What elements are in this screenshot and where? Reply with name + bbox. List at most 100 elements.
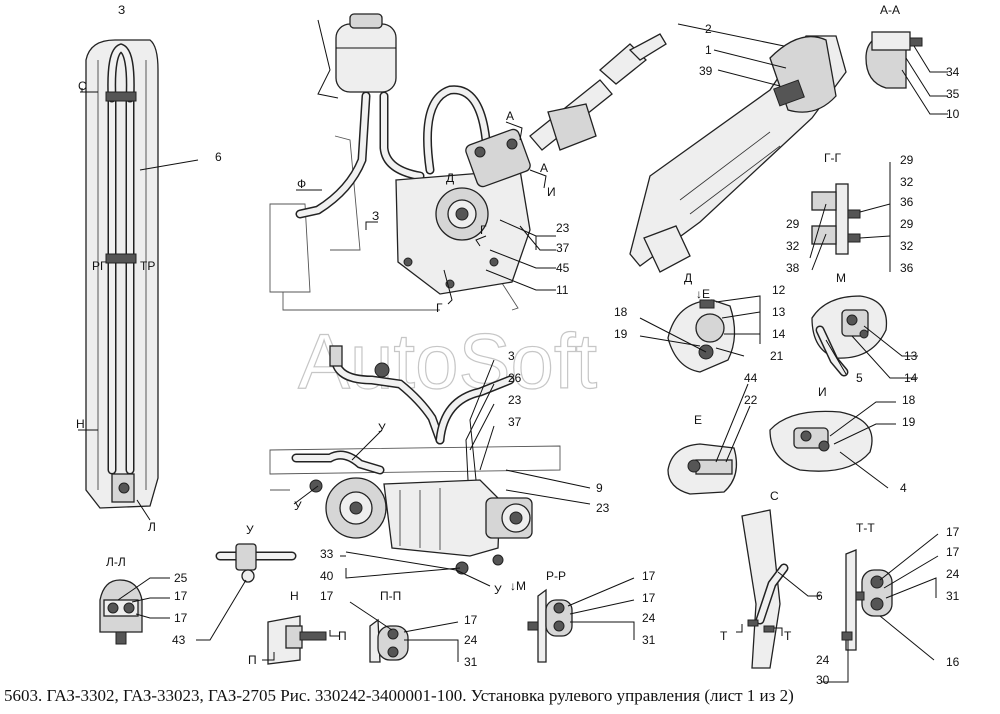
label-s-t2: Т <box>784 629 792 643</box>
label-lower-3: 3 <box>508 349 515 363</box>
label-u-43: 43 <box>172 633 186 647</box>
label-s-t1: Т <box>720 629 728 643</box>
label-gg-32a: 32 <box>900 175 914 189</box>
label-z-6: 6 <box>215 150 222 164</box>
view-steering-column: 2 1 39 <box>629 22 847 273</box>
label-m-14: 14 <box>904 371 918 385</box>
view-u-title: У <box>246 523 254 537</box>
gear-body <box>383 479 501 557</box>
label-e-22: 22 <box>744 393 758 407</box>
label-d-21: 21 <box>770 349 784 363</box>
label-lower-u1: У <box>378 421 386 435</box>
label-d-18: 18 <box>614 305 628 319</box>
label-main-i: И <box>547 185 556 199</box>
label-pp-24: 24 <box>464 633 478 647</box>
label-aa-10: 10 <box>946 107 960 121</box>
view-d: Д ↓Е 12 13 14 18 19 21 <box>614 271 786 373</box>
label-m-13: 13 <box>904 349 918 363</box>
view-m: М 13 14 5 <box>811 271 918 385</box>
view-e-title: Е <box>694 413 702 427</box>
label-tt-24a: 24 <box>946 567 960 581</box>
label-tt-24b: 24 <box>816 653 830 667</box>
label-z-n: Н <box>76 417 85 431</box>
label-rr-17b: 17 <box>642 591 656 605</box>
label-gg-36b: 36 <box>900 261 914 275</box>
label-lower-9: 9 <box>596 481 603 495</box>
label-m-5: 5 <box>856 371 863 385</box>
label-i-18: 18 <box>902 393 916 407</box>
label-tt-17b: 17 <box>946 545 960 559</box>
label-main-11: 11 <box>556 283 569 297</box>
label-lower-u3: У <box>494 583 502 597</box>
label-ll-17b: 17 <box>174 611 188 625</box>
label-lower-40: 40 <box>320 569 334 583</box>
label-main-45: 45 <box>556 261 570 275</box>
label-rr-31: 31 <box>642 633 656 647</box>
label-tt-16: 16 <box>946 655 960 669</box>
view-tt-title: Т-Т <box>856 521 875 535</box>
label-e-44: 44 <box>744 371 758 385</box>
label-main-d: Д <box>446 171 454 185</box>
label-gg-29b: 29 <box>900 217 914 231</box>
label-gg-32c: 32 <box>786 239 800 253</box>
label-main-z: З <box>372 209 379 223</box>
view-s-title: С <box>770 489 779 503</box>
label-gg-32b: 32 <box>900 239 914 253</box>
label-gg-38: 38 <box>786 261 800 275</box>
figure-caption: 5603. ГАЗ-3302, ГАЗ-33023, ГАЗ-2705 Рис.… <box>4 686 794 705</box>
label-tt-17a: 17 <box>946 525 960 539</box>
view-s: С 6 Т Т <box>720 489 823 669</box>
label-main-g: Г <box>480 223 487 237</box>
view-tt: Т-Т 17 17 24 31 16 24 30 <box>816 521 960 687</box>
label-main-37: 37 <box>556 241 570 255</box>
label-z-tr: ТР <box>140 259 155 273</box>
view-z-frame-rail: З С 6 РГ ТР Н Л <box>76 3 222 534</box>
view-i-title: И <box>818 385 827 399</box>
view-aa: А-А 34 35 10 <box>865 3 960 121</box>
label-d-14: 14 <box>772 327 786 341</box>
reservoir <box>335 23 397 93</box>
label-lower-33: 33 <box>320 547 334 561</box>
view-u: У 43 <box>172 523 297 647</box>
label-gg-36a: 36 <box>900 195 914 209</box>
label-n-p2: П <box>338 629 347 643</box>
label-lower-23b: 23 <box>596 501 610 515</box>
label-i-4: 4 <box>900 481 907 495</box>
label-gg-29c: 29 <box>786 217 800 231</box>
label-z-l: Л <box>148 520 156 534</box>
view-n: Н П П <box>248 589 347 667</box>
watermark: AutoSoft <box>298 317 598 405</box>
view-gg-title: Г-Г <box>824 151 841 165</box>
label-lower-23a: 23 <box>508 393 522 407</box>
view-m-title: М <box>836 271 846 285</box>
view-pp-title: П-П <box>380 589 401 603</box>
label-main-f: Ф <box>297 177 306 191</box>
label-d-e: ↓Е <box>696 287 710 301</box>
label-z-c: С <box>78 79 87 93</box>
rail-body <box>85 39 159 509</box>
view-ll-title: Л-Л <box>106 555 126 569</box>
label-pp-31: 31 <box>464 655 478 669</box>
lower-view-gear-on-frame: 3 26 23 37 У У 9 23 33 40 У ↓М <box>269 345 610 597</box>
label-n-p1: П <box>248 653 257 667</box>
label-main-a2: А <box>540 161 548 175</box>
label-aa-35: 35 <box>946 87 960 101</box>
label-tt-30: 30 <box>816 673 830 684</box>
label-column-2: 2 <box>705 22 712 36</box>
label-z-rg: РГ <box>92 259 107 273</box>
view-n-title: Н <box>290 589 299 603</box>
label-lower-26: 26 <box>508 371 522 385</box>
technical-drawing: AutoSoft З С 6 РГ ТР Н Л <box>76 3 960 687</box>
label-gg-29a: 29 <box>900 153 914 167</box>
label-pp-17a: 17 <box>320 589 334 603</box>
view-z-title: З <box>118 3 125 17</box>
label-pp-17b: 17 <box>464 613 478 627</box>
view-e: Е 44 22 <box>667 371 758 495</box>
label-d-13: 13 <box>772 305 786 319</box>
label-d-19: 19 <box>614 327 628 341</box>
label-column-1: 1 <box>705 43 712 57</box>
label-main-a: А <box>506 109 514 123</box>
label-main-g2: Г <box>436 301 443 315</box>
view-rr-title: Р-Р <box>546 569 566 583</box>
